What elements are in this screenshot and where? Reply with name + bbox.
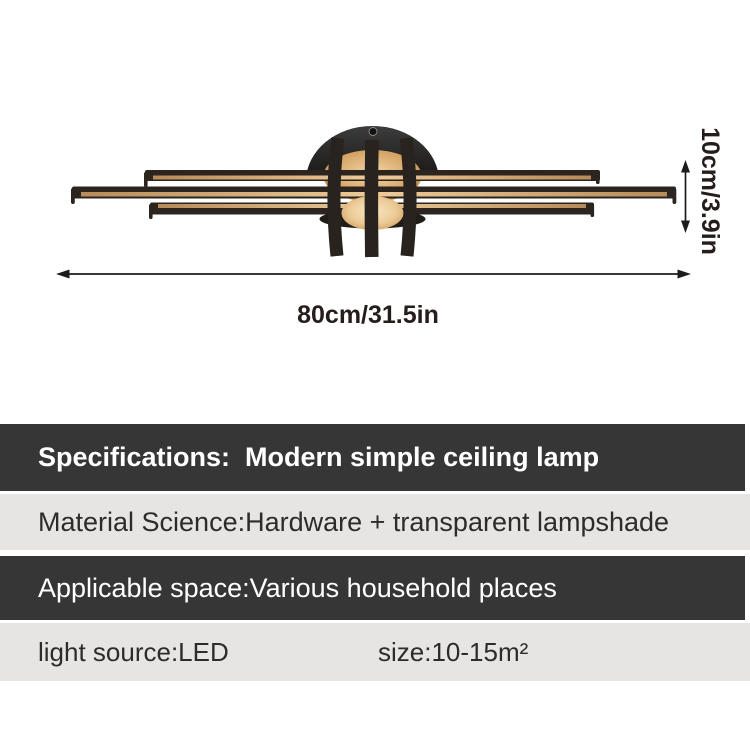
size-text: size:10-15m²	[378, 636, 529, 667]
spec-row-material: Material Science:Hardware + transparent …	[0, 494, 750, 550]
lamp-straps	[327, 137, 417, 258]
canopy-screw	[368, 127, 378, 136]
width-arrow	[56, 269, 691, 279]
spec-header-row: Specifications: Modern simple ceiling la…	[0, 424, 745, 491]
material-text: Material Science:Hardware + transparent …	[38, 506, 670, 537]
spec-row-applicable-space: Applicable space:Various household place…	[0, 556, 745, 620]
ceiling-lamp-illustration: 10cm/3.9in 80cm/31.5in	[56, 126, 724, 329]
height-dimension-label: 10cm/3.9in	[696, 127, 724, 255]
spec-header-text: Specifications: Modern simple ceiling la…	[38, 442, 600, 472]
product-dimension-figure: 10cm/3.9in 80cm/31.5in	[56, 126, 724, 329]
lamp-strap-center	[364, 139, 379, 258]
lamp-strap-left	[327, 137, 345, 257]
light-source-text: light source:LED	[38, 636, 229, 667]
applicable-space-text: Applicable space:Various household place…	[38, 572, 557, 603]
height-arrow	[681, 160, 690, 233]
width-dimension-label: 80cm/31.5in	[297, 301, 439, 329]
spec-row-light-source-size: light source:LED size:10-15m²	[0, 623, 750, 681]
lamp-strap-right	[399, 137, 417, 257]
specification-table: Specifications: Modern simple ceiling la…	[0, 424, 750, 681]
